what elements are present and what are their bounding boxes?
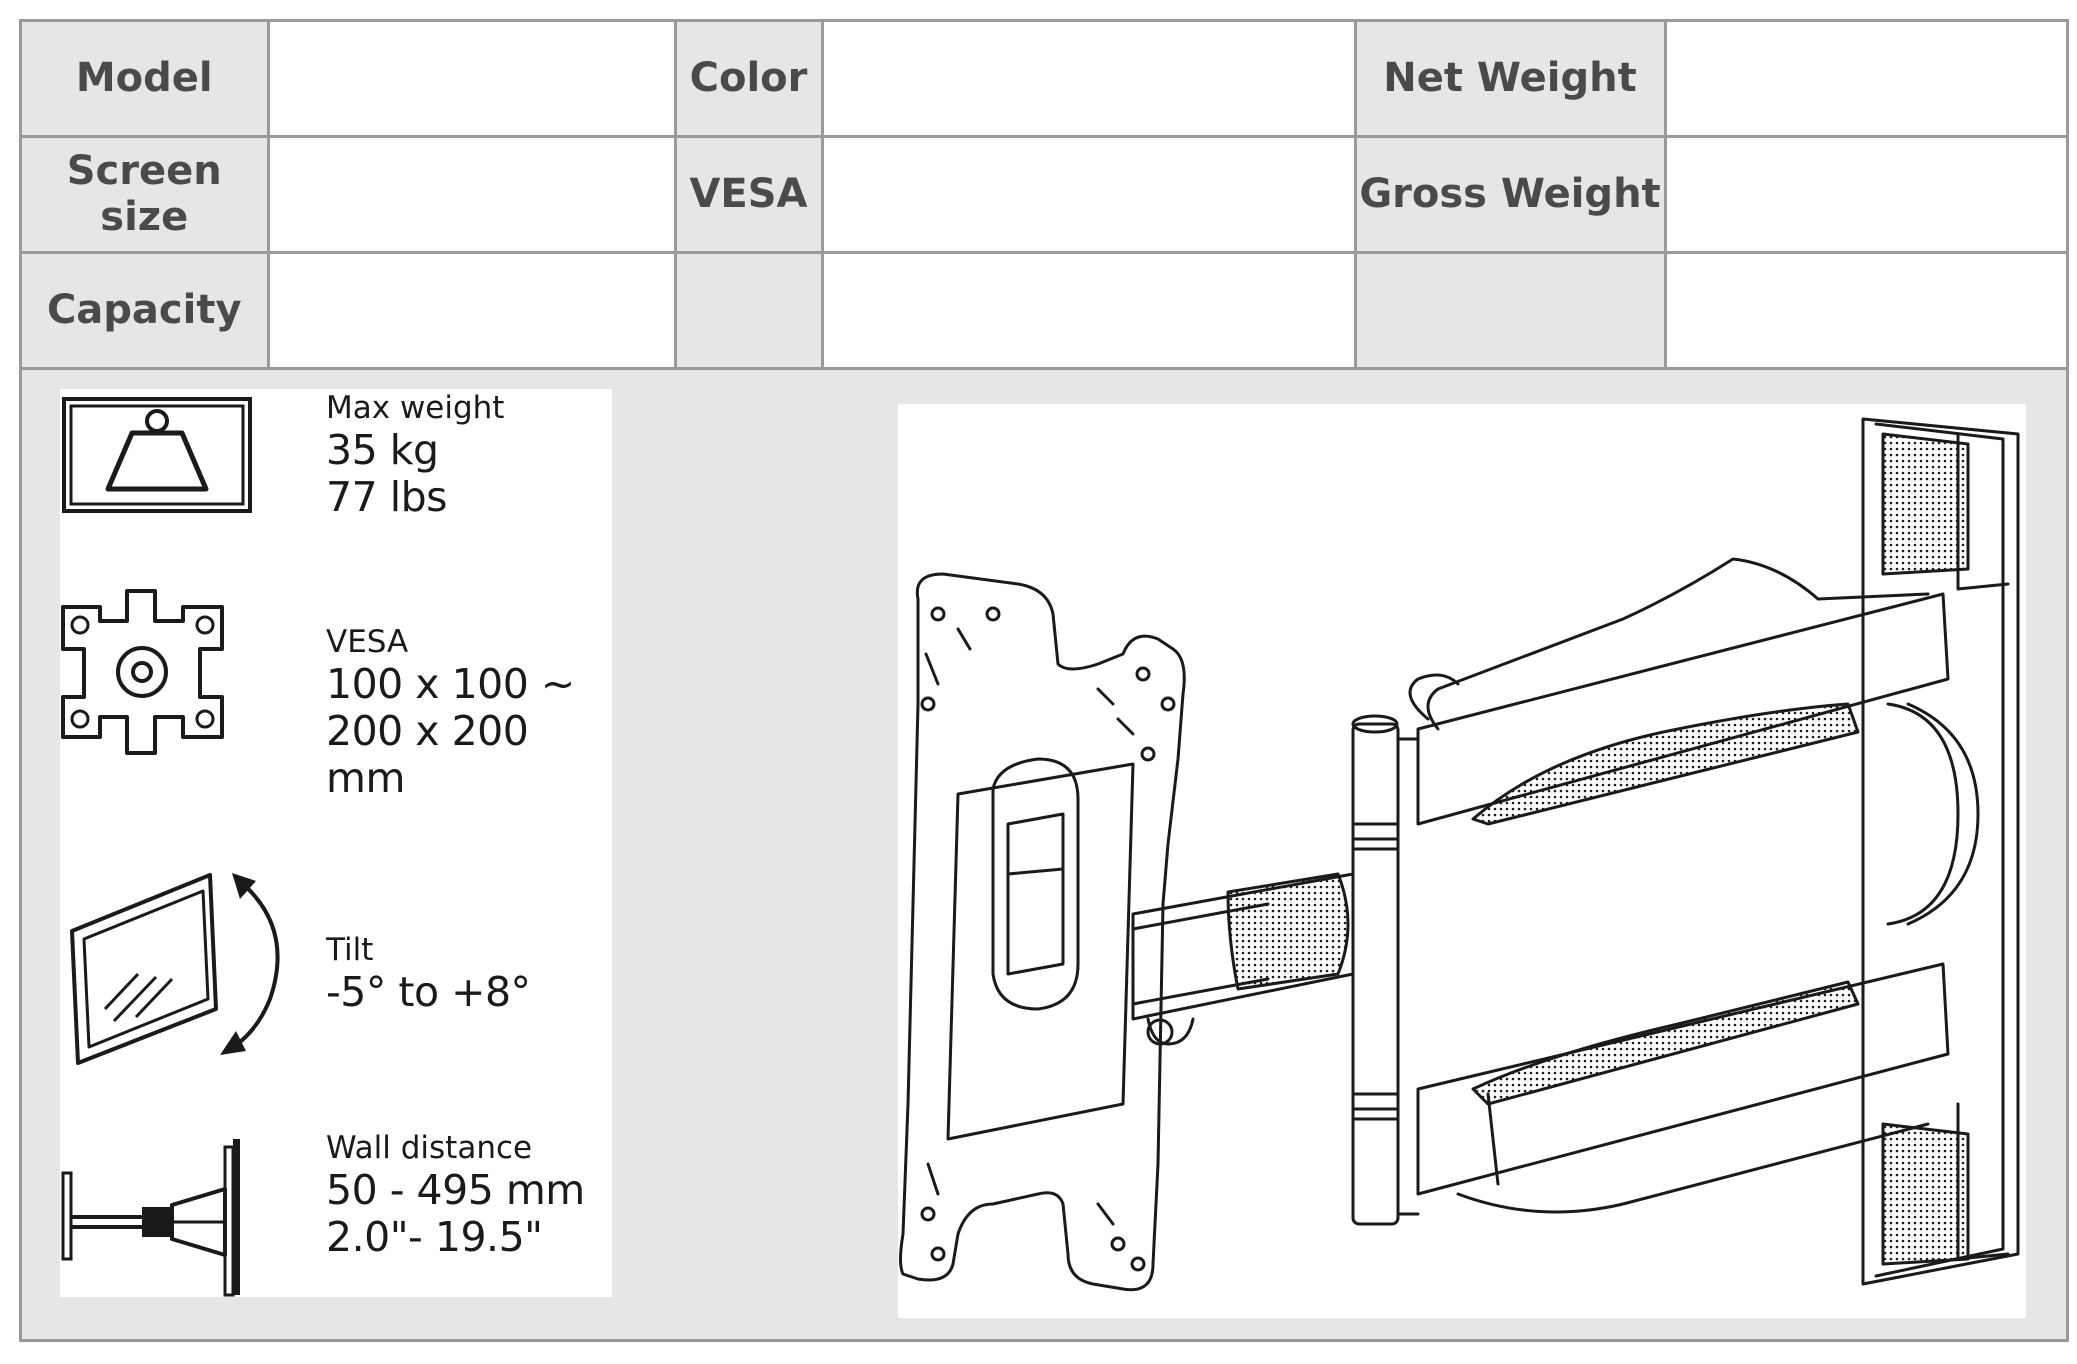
label-empty-2 (1353, 250, 1667, 371)
value-screen-size (266, 134, 677, 254)
max-weight-label: Max weight (326, 390, 505, 426)
vesa-line-1: 100 x 100 ~ (326, 660, 575, 708)
value-color (820, 22, 1357, 138)
spec-sheet: Model Color Net Weight Screen size VESA … (19, 19, 2069, 1342)
feature-tilt: Tilt -5° to +8° (60, 869, 612, 1069)
tilt-icon (70, 873, 280, 1065)
label-net-weight: Net Weight (1353, 22, 1667, 138)
vesa-plate-icon (61, 589, 224, 755)
value-empty-1 (820, 250, 1357, 371)
value-gross-weight (1663, 134, 2066, 254)
weight-icon (62, 397, 252, 513)
max-weight-lbs: 77 lbs (326, 473, 447, 521)
vesa-label: VESA (326, 624, 409, 660)
tilt-range: -5° to +8° (326, 968, 531, 1016)
label-empty-1 (673, 250, 824, 371)
feature-max-weight: Max weight 35 kg 77 lbs (60, 390, 612, 541)
value-vesa (820, 134, 1357, 254)
wall-mount-drawing (899, 417, 2020, 1292)
spec-table: Model Color Net Weight Screen size VESA … (22, 22, 2066, 371)
label-gross-weight: Gross Weight (1353, 134, 1667, 254)
value-model (266, 22, 677, 138)
label-vesa: VESA (673, 134, 824, 254)
max-weight-kg: 35 kg (326, 426, 439, 474)
label-capacity: Capacity (22, 250, 270, 371)
wall-distance-inch: 2.0"- 19.5" (326, 1213, 543, 1261)
tilt-label: Tilt (326, 932, 374, 968)
value-net-weight (1663, 22, 2066, 138)
vesa-line-2: 200 x 200 mm (326, 707, 529, 802)
label-screen-size: Screen size (22, 134, 270, 254)
feature-vesa: VESA 100 x 100 ~ 200 x 200 mm (60, 587, 612, 802)
label-color: Color (673, 22, 824, 138)
wall-distance-mm: 50 - 495 mm (326, 1166, 585, 1214)
table-row: Capacity (22, 250, 2066, 371)
wall-distance-icon (61, 1139, 240, 1297)
label-model: Model (22, 22, 270, 138)
value-capacity (266, 250, 677, 371)
feature-wall-distance: Wall distance 50 - 495 mm 2.0"- 19.5" (60, 1130, 612, 1297)
product-panel (898, 404, 2026, 1318)
value-empty-2 (1663, 250, 2066, 371)
feature-panel: Max weight 35 kg 77 lbs VESA 100 x 100 ~… (60, 389, 612, 1297)
wall-distance-label: Wall distance (326, 1130, 533, 1166)
table-row: Model Color Net Weight (22, 22, 2066, 138)
table-row: Screen size VESA Gross Weight (22, 134, 2066, 254)
